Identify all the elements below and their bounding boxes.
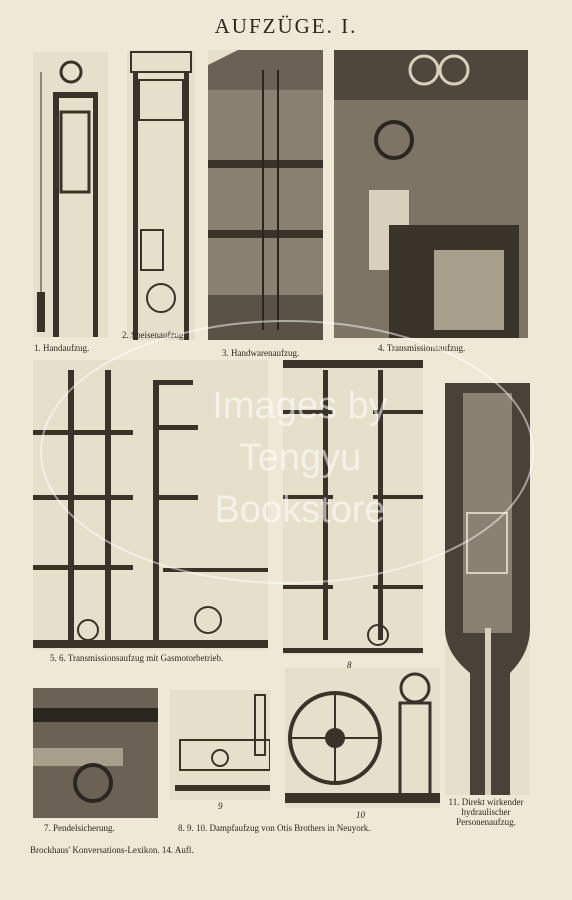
- watermark: Images by Tengyu Bookstore: [150, 380, 450, 536]
- figure-9-number: 9: [218, 801, 223, 811]
- figure-10-steam-engine: [285, 668, 440, 808]
- figure-5-6-caption: 5. 6. Transmissionsaufzug mit Gasmotorbe…: [50, 653, 224, 663]
- figure-2-food-elevator: [127, 50, 195, 340]
- food-elevator-illustration: [130, 51, 192, 340]
- hand-elevator-illustration: [37, 60, 98, 337]
- figure-11-caption: 11. Direkt wirkender hydraulischer Perso…: [448, 797, 524, 827]
- figure-10-number: 10: [356, 810, 365, 820]
- goods-elevator-illustration: [208, 50, 323, 340]
- figure-1-caption: 1. Handaufzug.: [34, 343, 90, 353]
- figure-7-pendulum-safety: [33, 688, 158, 818]
- pendulum-safety-illustration: [33, 688, 158, 818]
- transmission-elevator-illustration: [334, 50, 528, 338]
- figure-9-steam-elevator-detail: [170, 690, 270, 800]
- figure-7-caption: 7. Pendelsicherung.: [44, 823, 115, 833]
- steam-engine-illustration: [285, 672, 440, 803]
- watermark-line-2: Tengyu Bookstore: [214, 437, 386, 531]
- plate-title: AUFZÜGE. I.: [214, 14, 358, 38]
- footer-citation: Brockhaus' Konversations-Lexikon. 14. Au…: [30, 845, 194, 855]
- figure-3-goods-elevator: [208, 50, 323, 340]
- figure-1-hand-elevator: [33, 52, 108, 337]
- figure-4-transmission-elevator: [334, 50, 528, 338]
- figure-8-number: 8: [347, 660, 352, 670]
- steam-elevator-detail-illustration: [175, 694, 270, 791]
- watermark-ring: [40, 320, 534, 584]
- figures-8-9-10-caption: 8. 9. 10. Dampfaufzug von Otis Brothers …: [178, 823, 371, 833]
- watermark-line-1: Images by: [212, 385, 388, 427]
- figure-2-caption: 2. Speisenaufzug.: [122, 330, 186, 340]
